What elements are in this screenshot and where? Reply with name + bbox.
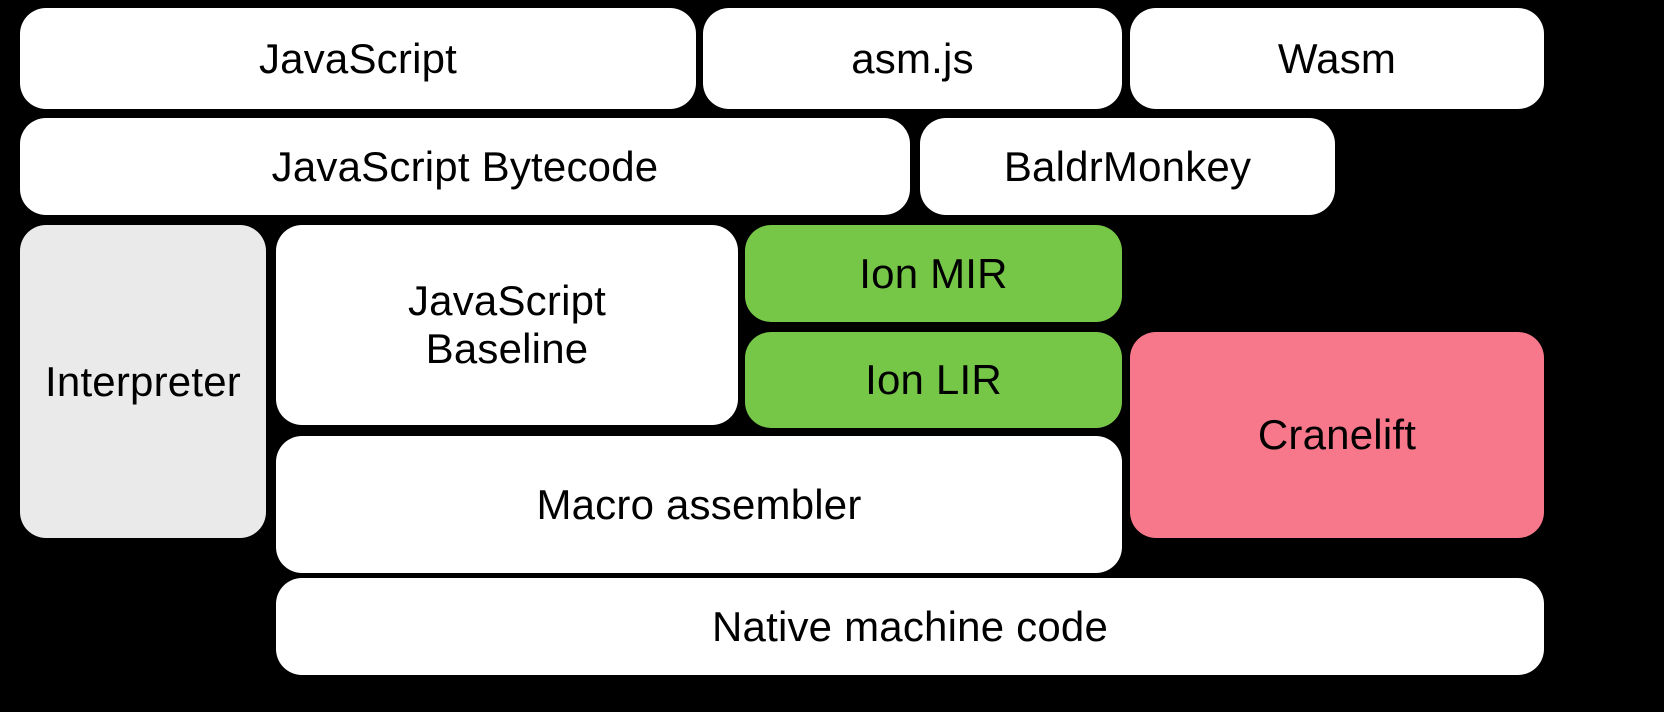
node-javascript: JavaScript xyxy=(20,8,696,109)
node-baldrmonkey: BaldrMonkey xyxy=(920,118,1335,215)
node-native-machine-code: Native machine code xyxy=(276,578,1544,675)
node-macro-assembler: Macro assembler xyxy=(276,436,1122,573)
node-javascript-bytecode: JavaScript Bytecode xyxy=(20,118,910,215)
node-javascript-baseline: JavaScript Baseline xyxy=(276,225,738,425)
node-ion-mir: Ion MIR xyxy=(745,225,1122,322)
node-cranelift: Cranelift xyxy=(1130,332,1544,538)
node-wasm: Wasm xyxy=(1130,8,1544,109)
node-asmjs: asm.js xyxy=(703,8,1122,109)
node-interpreter: Interpreter xyxy=(20,225,266,538)
node-ion-lir: Ion LIR xyxy=(745,332,1122,428)
